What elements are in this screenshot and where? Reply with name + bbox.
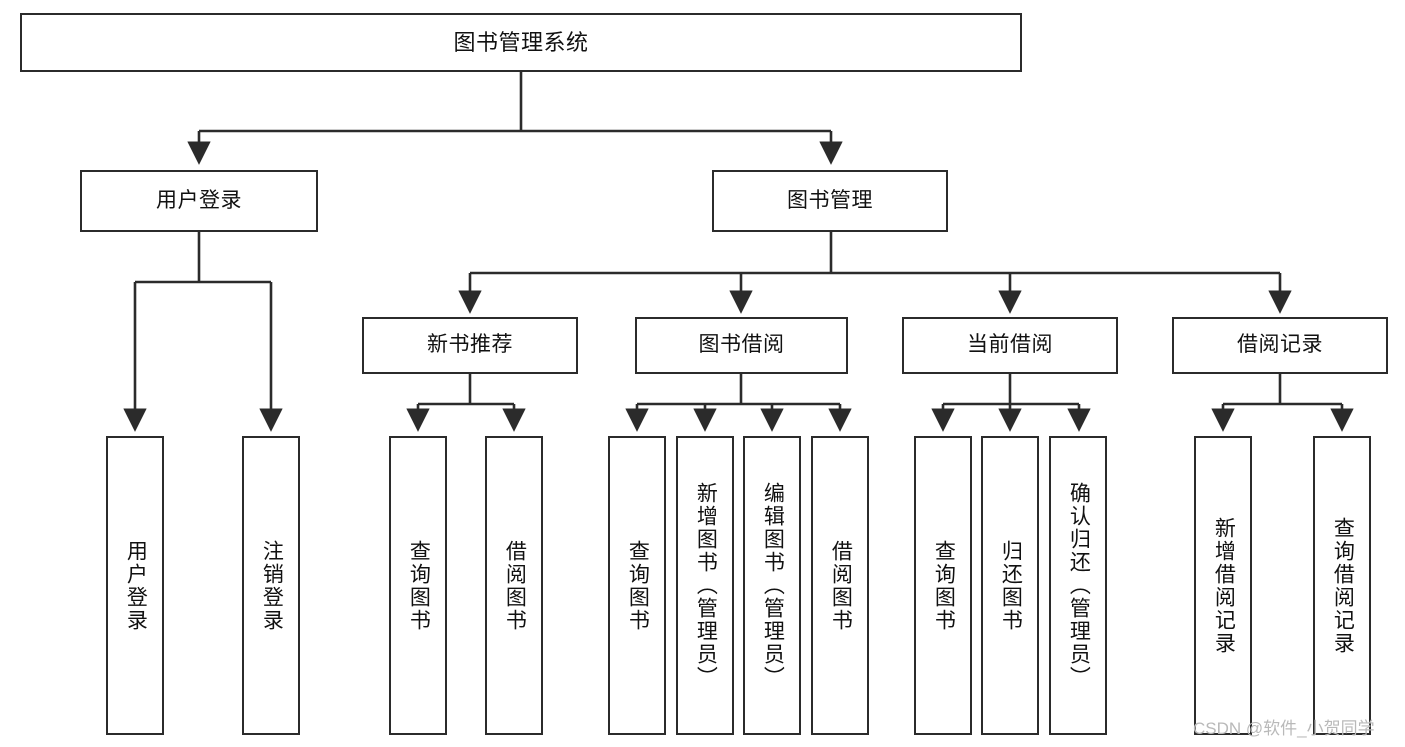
node-book-borrow[interactable]: 图书借阅	[635, 317, 848, 374]
node-borrow-record[interactable]: 借阅记录	[1172, 317, 1388, 374]
node-label: 查询借阅记录	[1331, 516, 1355, 655]
leaf-return-book[interactable]: 归还图书	[981, 436, 1039, 735]
node-new-book-recommend[interactable]: 新书推荐	[362, 317, 578, 374]
leaf-add-borrow-record[interactable]: 新增借阅记录	[1194, 436, 1252, 735]
leaf-logout-login[interactable]: 注销登录	[242, 436, 300, 735]
leaf-query-book-borrow[interactable]: 查询图书	[608, 436, 666, 735]
node-label: 确认归还（管理员）	[1067, 482, 1091, 689]
leaf-confirm-return[interactable]: 确认归还（管理员）	[1049, 436, 1107, 735]
node-label: 图书管理系统	[453, 29, 589, 55]
node-label: 借阅记录	[1237, 333, 1323, 357]
node-label: 查询图书	[407, 539, 431, 632]
node-label: 查询图书	[932, 539, 956, 632]
leaf-query-book-current[interactable]: 查询图书	[914, 436, 972, 735]
node-user-login[interactable]: 用户登录	[80, 170, 318, 232]
leaf-add-book[interactable]: 新增图书（管理员）	[676, 436, 734, 735]
node-label: 图书管理	[787, 188, 873, 212]
node-label: 借阅图书	[503, 539, 527, 632]
leaf-borrow-book[interactable]: 借阅图书	[811, 436, 869, 735]
leaf-query-book-recommend[interactable]: 查询图书	[389, 436, 447, 735]
node-label: 查询图书	[626, 539, 650, 632]
leaf-query-borrow-record[interactable]: 查询借阅记录	[1313, 436, 1371, 735]
node-current-borrow[interactable]: 当前借阅	[902, 317, 1118, 374]
node-label: 注销登录	[260, 539, 284, 632]
node-label: 图书借阅	[698, 333, 785, 357]
node-label: 当前借阅	[967, 333, 1053, 357]
node-label: 编辑图书（管理员）	[761, 482, 785, 689]
leaf-user-login[interactable]: 用户登录	[106, 436, 164, 735]
node-label: 借阅图书	[829, 539, 853, 632]
node-label: 用户登录	[156, 188, 242, 212]
node-label: 用户登录	[124, 539, 148, 632]
leaf-edit-book[interactable]: 编辑图书（管理员）	[743, 436, 801, 735]
watermark-text: CSDN @软件_小贺同学	[1193, 719, 1375, 738]
leaf-borrow-book-recommend[interactable]: 借阅图书	[485, 436, 543, 735]
node-label: 新增借阅记录	[1212, 516, 1236, 655]
node-label: 新书推荐	[427, 333, 513, 357]
node-label: 归还图书	[999, 539, 1023, 632]
node-label: 新增图书（管理员）	[694, 482, 718, 689]
node-root-system[interactable]: 图书管理系统	[20, 13, 1022, 72]
node-book-manage[interactable]: 图书管理	[712, 170, 948, 232]
